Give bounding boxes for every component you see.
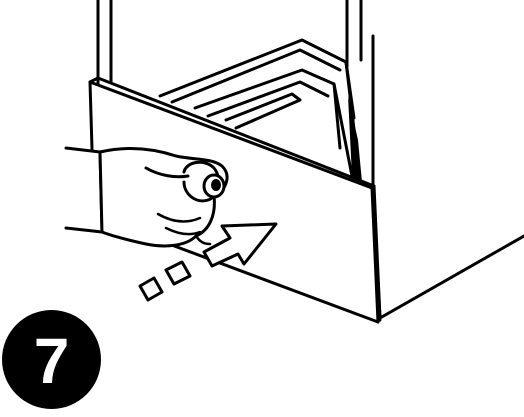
cabinet-frame-right	[345, 0, 375, 192]
arrow-dash-2	[138, 276, 164, 302]
push-direction-arrow-icon	[138, 222, 278, 302]
drawer-tray-icon	[158, 38, 362, 182]
cabinet-base	[371, 188, 524, 322]
hand-pushing-icon	[64, 146, 229, 248]
step-number-badge: 7	[2, 310, 101, 409]
cabinet-frame-left	[96, 0, 113, 86]
step-number: 7	[33, 324, 70, 397]
arrow-dash-1	[164, 260, 192, 286]
